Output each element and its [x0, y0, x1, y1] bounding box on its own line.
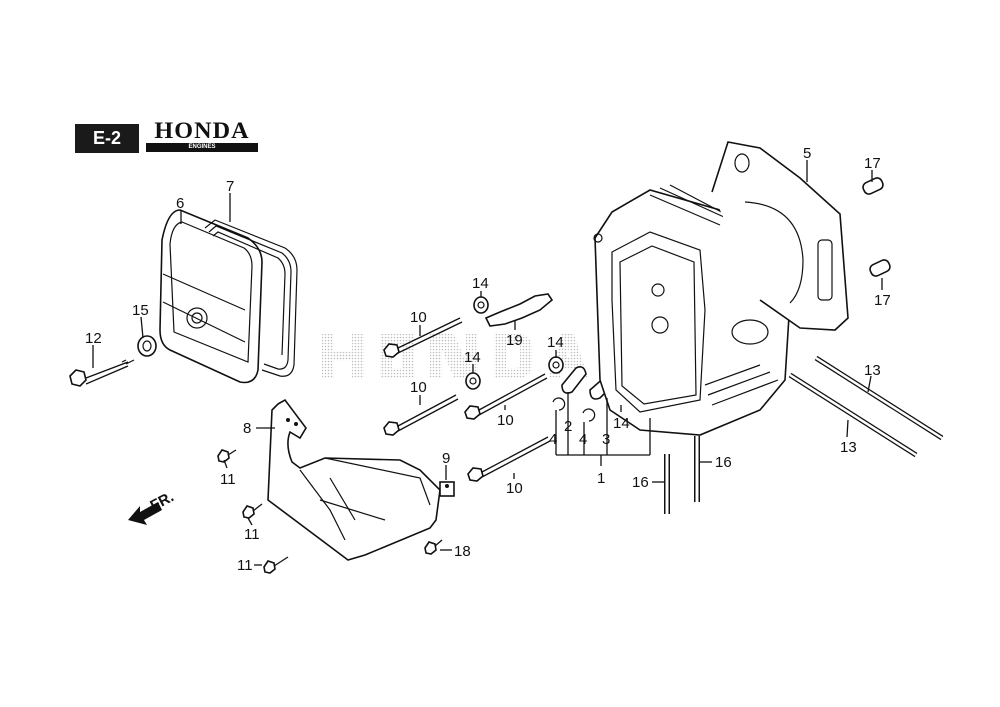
callout-4: 4 [579, 431, 587, 448]
part-12-bolt [69, 359, 135, 387]
watermark-logo [322, 334, 642, 378]
callout-15: 15 [132, 302, 149, 319]
part-10-bolt [383, 317, 463, 358]
callout-10: 10 [497, 412, 514, 429]
callout-7: 7 [226, 178, 234, 195]
part-15-washer [137, 335, 157, 357]
callout-11: 11 [244, 526, 260, 543]
callout-18: 18 [454, 543, 471, 560]
part-14-washer [473, 296, 489, 314]
callout-16: 16 [632, 474, 649, 491]
part-13-stud [814, 355, 944, 441]
callout-1: 1 [597, 470, 605, 487]
callout-14: 14 [464, 349, 481, 366]
brand-name: HONDA [154, 118, 250, 143]
callout-11: 11 [237, 557, 253, 574]
part-10-bolt [383, 394, 459, 436]
callout-13: 13 [864, 362, 881, 379]
part-4-clip [552, 397, 566, 411]
part-18-bolt [424, 539, 443, 555]
callout-3: 3 [602, 431, 610, 448]
callout-10: 10 [410, 309, 427, 326]
part-10-bolt [467, 436, 551, 482]
brand-sub: ENGINES [146, 143, 258, 152]
front-direction-arrow-icon [128, 502, 162, 525]
part-9-clip [439, 481, 455, 497]
callout-17: 17 [864, 155, 881, 172]
part-17-dowel-pin [869, 259, 891, 277]
part-11-bolt [263, 556, 289, 574]
part-7-cover-gasket [204, 219, 298, 377]
callout-14: 14 [547, 334, 564, 351]
part-17-dowel-pin [862, 177, 884, 195]
callout-4: 4 [549, 431, 557, 448]
callout-12: 12 [85, 330, 102, 347]
part-19-spark-plug [484, 293, 554, 327]
part-10-bolt [464, 373, 548, 420]
part-14-washer [465, 372, 481, 390]
callout-5: 5 [803, 145, 811, 162]
callout-17: 17 [874, 292, 891, 309]
part-4-clip [582, 408, 596, 422]
part-5-head-gasket [711, 141, 849, 331]
callout-10: 10 [410, 379, 427, 396]
callout-19: 19 [506, 332, 523, 349]
callout-13: 13 [840, 439, 857, 456]
callout-2: 2 [564, 418, 572, 435]
callout-14: 14 [613, 415, 630, 432]
callout-8: 8 [243, 420, 251, 437]
callout-16: 16 [715, 454, 732, 471]
part-11-bolt [217, 449, 237, 463]
callout-6: 6 [176, 195, 184, 212]
part-8-bracket [267, 398, 441, 561]
section-badge: E-2 [75, 124, 139, 153]
brand-logo: HONDA ENGINES [146, 118, 258, 152]
part-14-washer [548, 356, 564, 374]
part-13-stud [788, 372, 918, 458]
callout-14: 14 [472, 275, 489, 292]
part-2-valve-guide [561, 366, 587, 394]
leader-lines [92, 160, 883, 566]
callout-10: 10 [506, 480, 523, 497]
part-11-bolt [242, 503, 263, 519]
callout-9: 9 [442, 450, 450, 467]
part-6-head-cover [159, 209, 263, 384]
callout-11: 11 [220, 471, 236, 488]
